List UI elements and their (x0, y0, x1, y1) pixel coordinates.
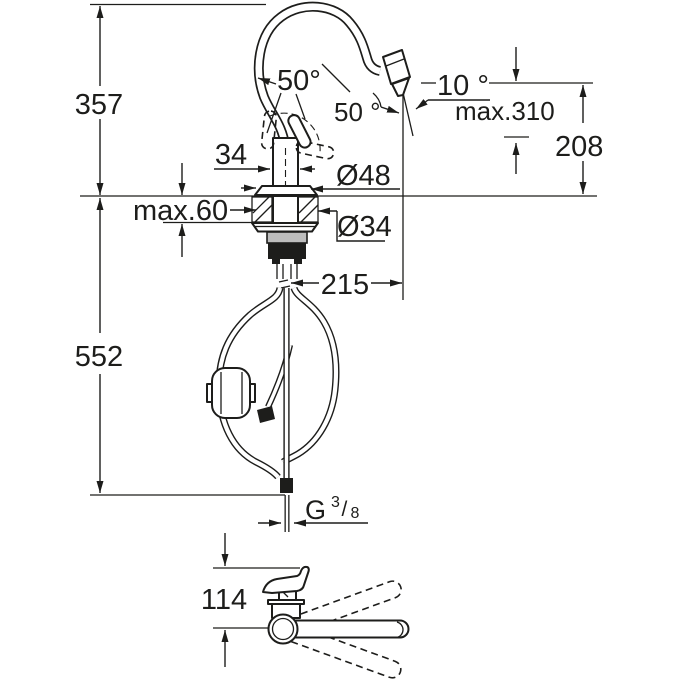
dim-total-height: 357 (75, 6, 123, 195)
dim-swing-right: 50 ° (321, 63, 400, 127)
dim-d48-label: Ø48 (336, 160, 391, 192)
dim-body-width: 34 (214, 139, 315, 173)
faucet-front-view (253, 1, 411, 197)
thread-g-label: G (305, 495, 326, 525)
reference-lines (80, 3, 597, 629)
dim-hole: Ø34 (318, 207, 392, 243)
dim-thread: G 3 / 8 (258, 494, 368, 527)
dim-hose-offset: 215 (291, 269, 402, 301)
dim-under-length: 552 (75, 198, 123, 493)
thread-numerator: 3 (331, 494, 340, 511)
hose-assembly (206, 264, 340, 532)
dim-50deg-right-label: 50 ° (334, 97, 381, 127)
spout-arc (253, 1, 382, 146)
dim-50deg-left-label: 50° (277, 65, 321, 97)
dim-552-label: 552 (75, 341, 123, 373)
dim-pullout: max.310 (415, 47, 555, 174)
faucet-body (254, 137, 318, 197)
dim-208-label: 208 (555, 131, 603, 163)
side-view-spout (282, 619, 410, 639)
dim-357-label: 357 (75, 89, 123, 121)
dim-215-label: 215 (321, 269, 369, 301)
mounting-shank (266, 231, 308, 264)
dim-max310-label: max.310 (455, 96, 555, 126)
dim-114-label: 114 (201, 584, 247, 616)
thread-slash: / (342, 498, 348, 521)
dim-d34-label: Ø34 (337, 211, 392, 243)
dim-swing-left: 50° (257, 65, 321, 134)
side-view-body (262, 565, 310, 645)
side-view-handle (262, 565, 310, 594)
side-view (262, 565, 410, 679)
hose-weight (206, 367, 256, 419)
g38-connector (280, 478, 293, 493)
dim-spout-clearance: 208 (555, 85, 603, 194)
hose-connector (257, 406, 275, 423)
dim-spout-tilt: 10 ° (437, 70, 489, 102)
dim-10deg-label: 10 ° (437, 70, 489, 102)
dim-34-label: 34 (215, 139, 247, 171)
thread-denominator: 8 (351, 505, 360, 522)
dim-side-height: 114 (201, 533, 247, 667)
dim-escutcheon: Ø48 (241, 160, 400, 193)
side-view-dashed-spouts (283, 580, 402, 679)
counter-section (251, 195, 319, 264)
pullout-spray-head (382, 49, 411, 97)
dim-max60-label: max.60 (133, 195, 228, 227)
dim-deck-thickness: max.60 (133, 163, 256, 257)
mounting-washer (251, 222, 319, 233)
handle-positions (260, 110, 335, 160)
